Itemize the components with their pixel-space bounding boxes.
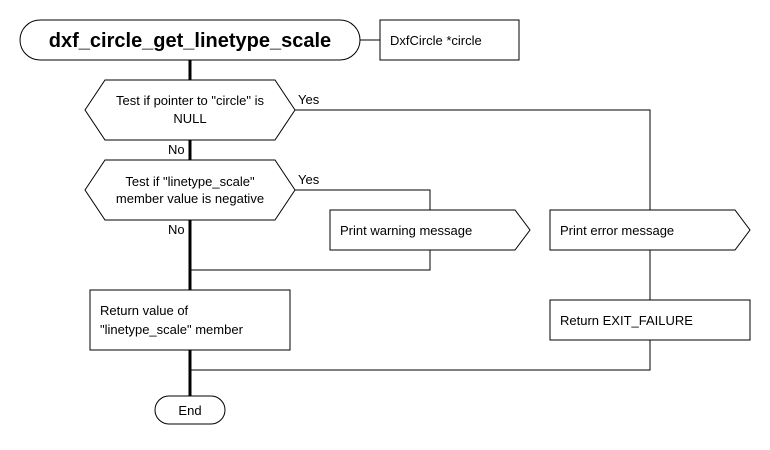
failure-merge-connector xyxy=(190,340,651,371)
title-terminator: dxf_circle_get_linetype_scale xyxy=(19,19,361,61)
title-text: dxf_circle_get_linetype_scale xyxy=(49,30,331,52)
print-warning-box: Print warning message xyxy=(329,209,531,251)
decision1-hexagon: Test if pointer to "circle" is NULL xyxy=(84,79,296,141)
decision1-no-label: No xyxy=(168,142,185,157)
parameter-box: DxfCircle *circle xyxy=(379,19,520,61)
decision1-line1: Test if pointer to "circle" is xyxy=(116,93,264,108)
return-value-line1: Return value of xyxy=(100,303,189,318)
decision2-yes-label: Yes xyxy=(298,172,320,187)
decision1-yes-label: Yes xyxy=(298,92,320,107)
decision1-yes-connector xyxy=(295,109,651,210)
decision2-yes-connector xyxy=(295,189,431,210)
print-warning-text: Print warning message xyxy=(340,223,472,238)
print-error-box: Print error message xyxy=(549,209,751,251)
decision2-no-label: No xyxy=(168,222,185,237)
return-failure-box: Return EXIT_FAILURE xyxy=(549,299,751,341)
return-value-box: Return value of "linetype_scale" member xyxy=(89,289,291,351)
return-failure-text: Return EXIT_FAILURE xyxy=(560,313,693,328)
decision2-hexagon: Test if "linetype_scale" member value is… xyxy=(84,159,296,221)
connectors xyxy=(188,39,651,396)
print-error-text: Print error message xyxy=(560,223,674,238)
warning-merge-connector xyxy=(190,250,431,271)
end-text: End xyxy=(178,403,201,418)
parameter-text: DxfCircle *circle xyxy=(390,33,482,48)
decision2-line2: member value is negative xyxy=(116,191,264,206)
decision1-line2: NULL xyxy=(173,111,206,126)
end-terminator: End xyxy=(154,395,226,425)
return-value-line2: "linetype_scale" member xyxy=(100,322,244,337)
decision2-line1: Test if "linetype_scale" xyxy=(125,174,255,189)
